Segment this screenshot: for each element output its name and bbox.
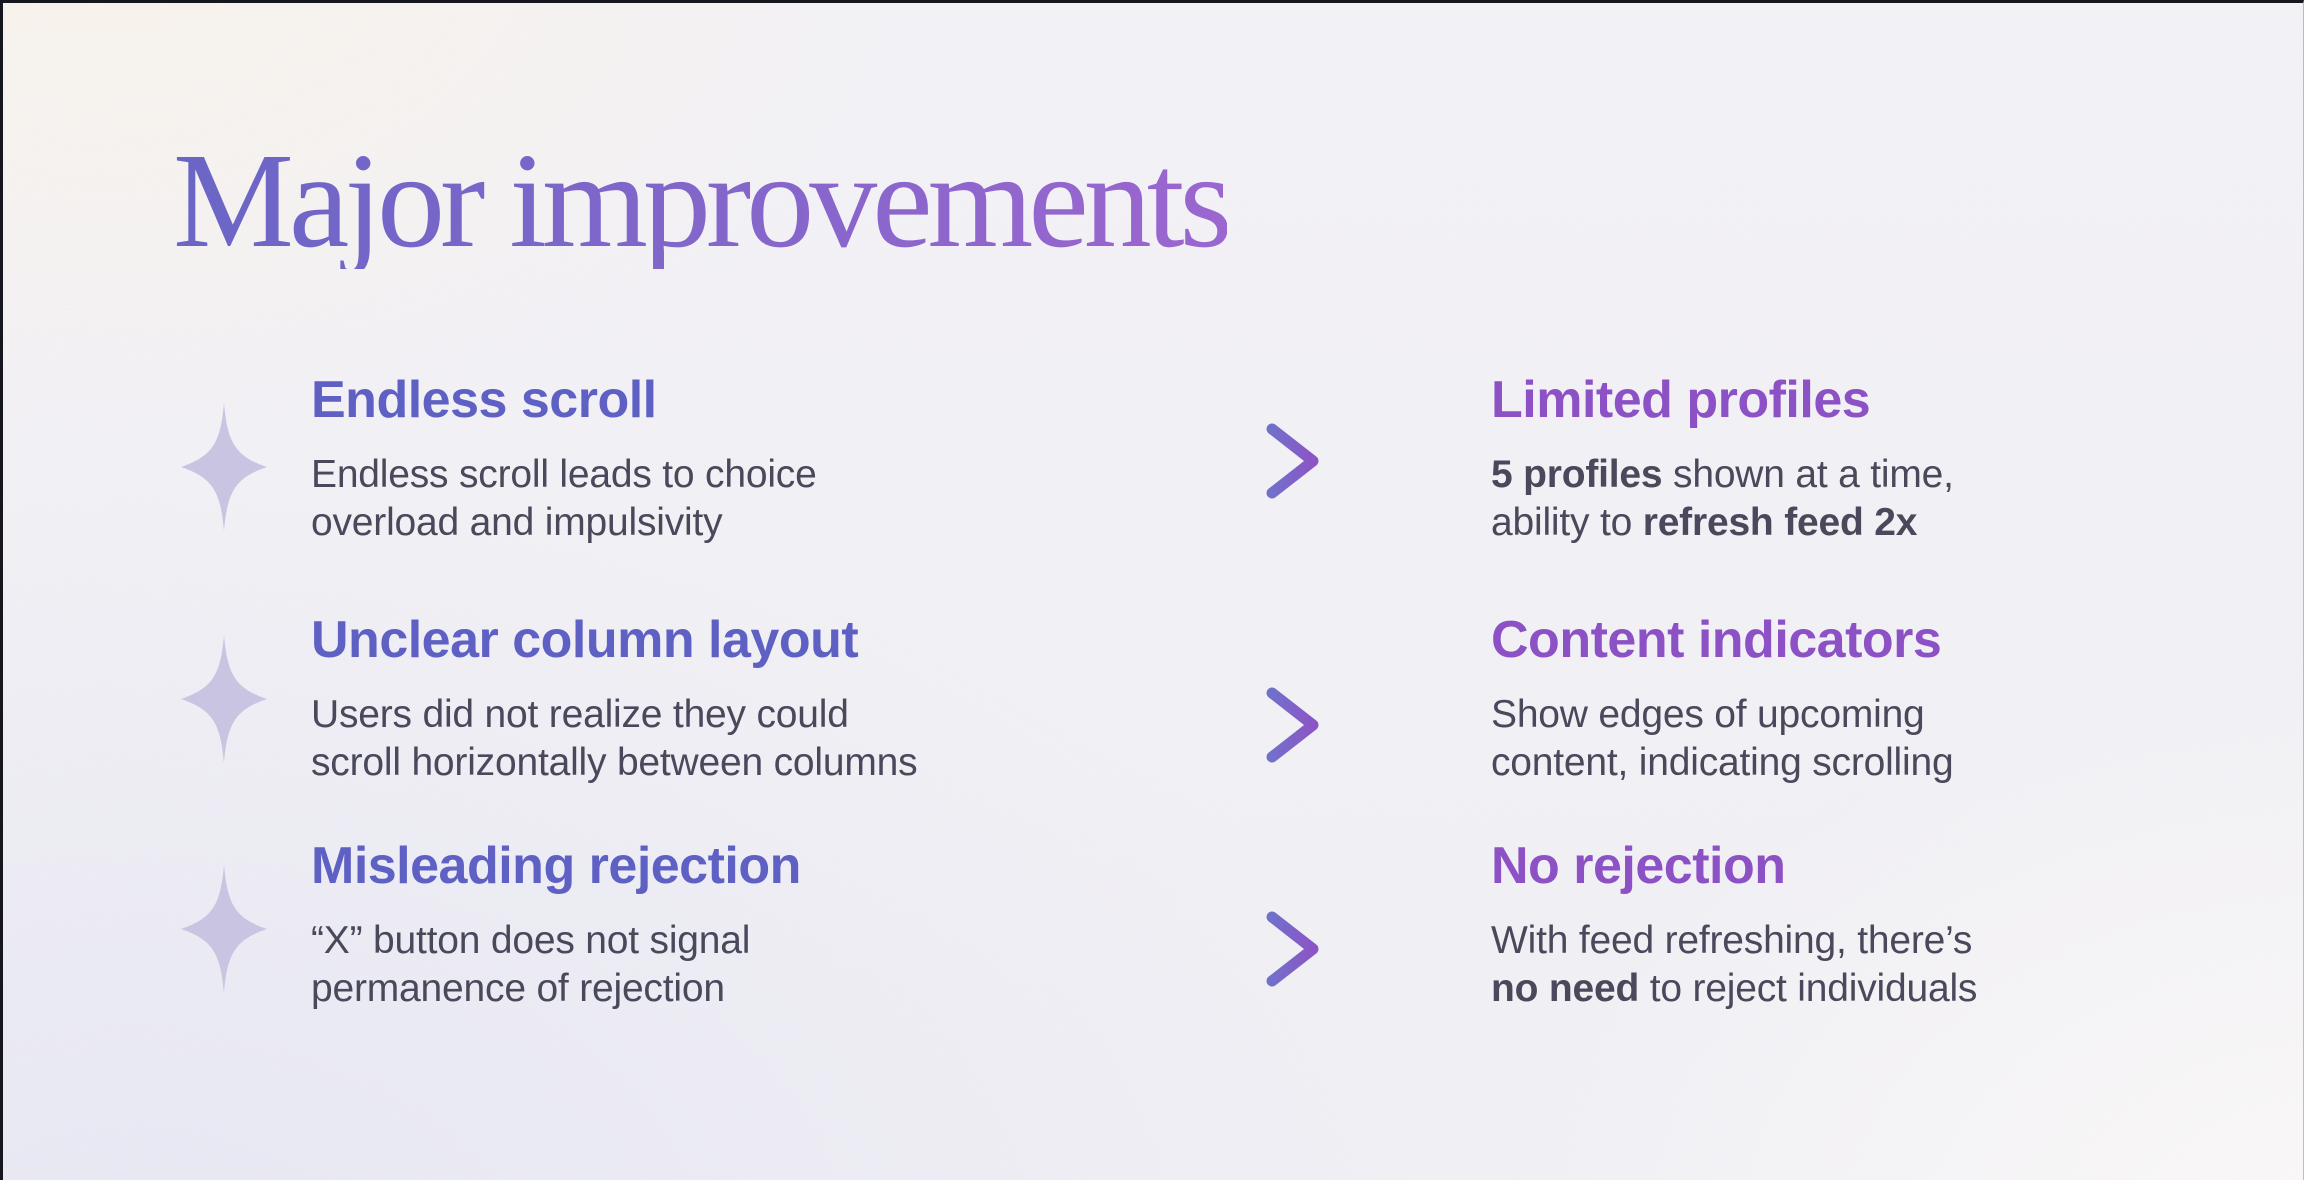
issue-description: Users did not realize they could scroll … xyxy=(311,693,918,784)
arrow-right-icon xyxy=(992,911,1319,987)
improvement-description: With feed refreshing, there’s no need to… xyxy=(1491,919,1978,1010)
improvement-description: Show edges of upcoming content, indicati… xyxy=(1491,693,1954,784)
sparkle-icon xyxy=(181,865,267,993)
issue-heading: Unclear column layout xyxy=(311,611,859,669)
arrow-right-icon xyxy=(992,687,1319,763)
improvement-heading: No rejection xyxy=(1491,837,1786,895)
sparkle-icon xyxy=(181,403,267,531)
issue-description: Endless scroll leads to choice overload … xyxy=(311,453,817,544)
issue-heading: Endless scroll xyxy=(311,371,657,429)
arrow-right-icon xyxy=(992,423,1319,499)
page-title: Major improvements xyxy=(173,126,1232,276)
improvement-row: Unclear column layout Users did not real… xyxy=(3,613,2304,843)
improvement-row: Misleading rejection “X” button does not… xyxy=(3,839,2304,1069)
improvement-column: No rejection With feed refreshing, there… xyxy=(1491,839,2131,1013)
improvement-heading: Limited profiles xyxy=(1491,371,1871,429)
improvement-heading: Content indicators xyxy=(1491,611,1942,669)
issue-description: “X” button does not signal permanence of… xyxy=(311,919,751,1010)
issue-column: Unclear column layout Users did not real… xyxy=(311,613,971,787)
improvement-description: 5 profiles shown at a time, ability to r… xyxy=(1491,453,1954,544)
issue-column: Endless scroll Endless scroll leads to c… xyxy=(311,373,971,547)
improvement-column: Content indicators Show edges of upcomin… xyxy=(1491,613,2131,787)
issue-column: Misleading rejection “X” button does not… xyxy=(311,839,971,1013)
sparkle-icon xyxy=(181,635,267,763)
improvement-column: Limited profiles 5 profiles shown at a t… xyxy=(1491,373,2131,547)
improvement-row: Endless scroll Endless scroll leads to c… xyxy=(3,373,2304,603)
issue-heading: Misleading rejection xyxy=(311,837,801,895)
